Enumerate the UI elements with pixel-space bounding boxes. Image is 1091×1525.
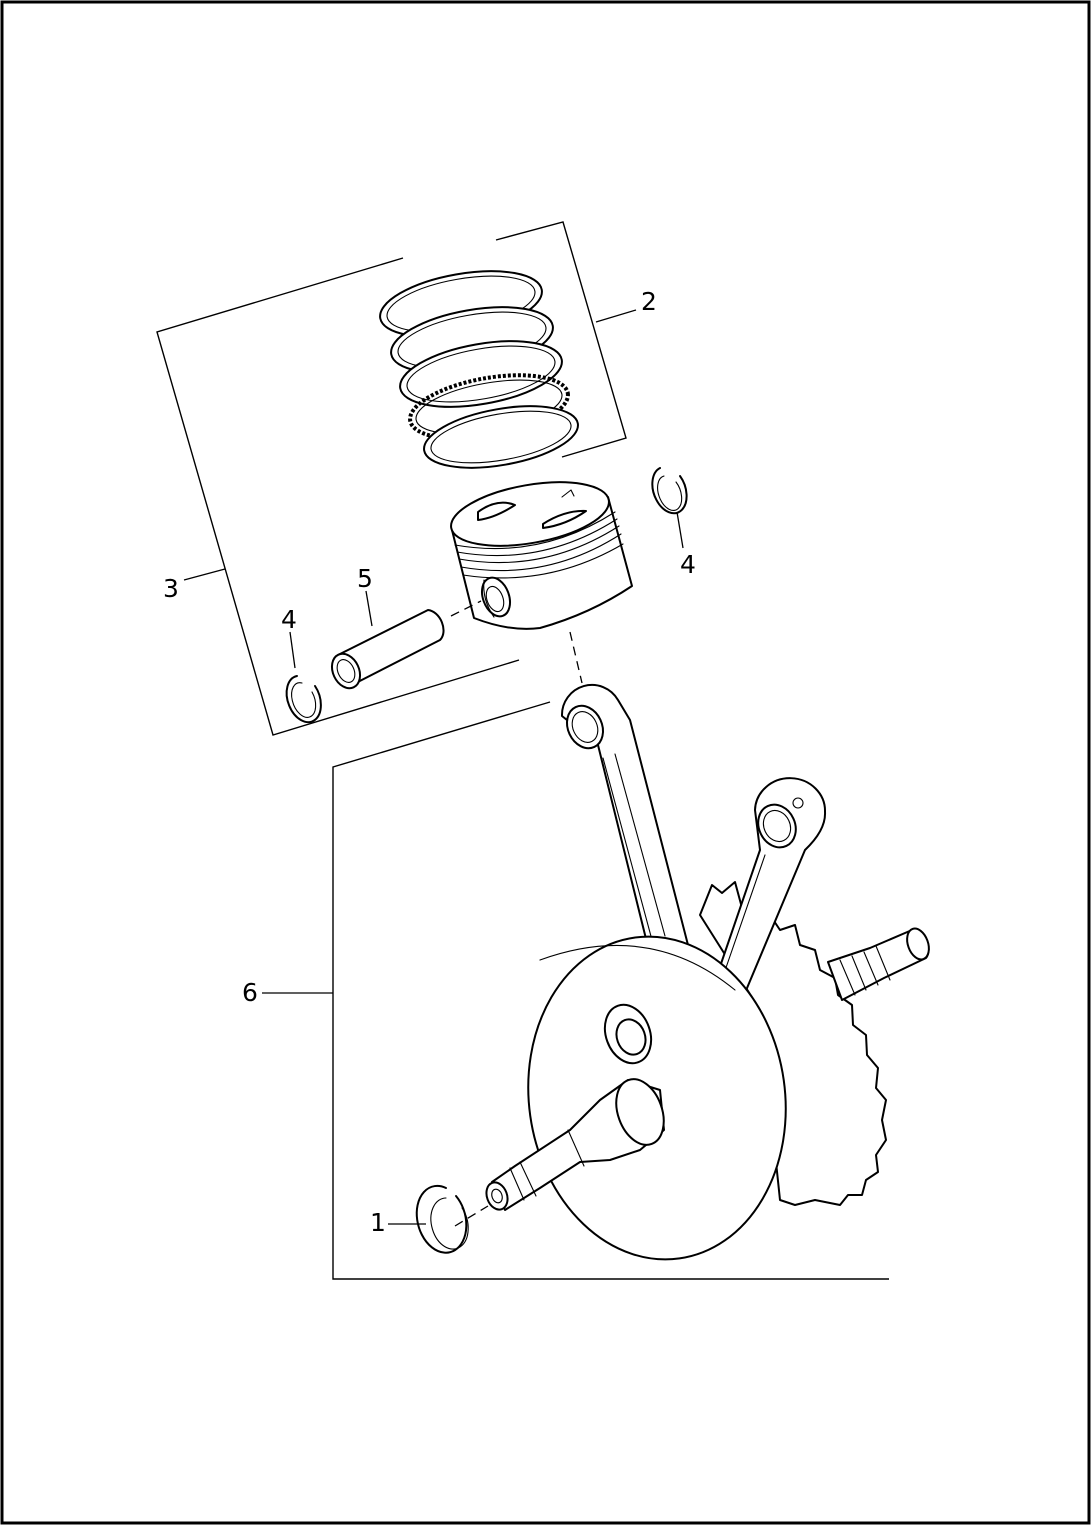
callout-4-left: 4 [281, 605, 297, 634]
retaining-ring-icon [415, 1184, 489, 1254]
flywheel-assembly-icon [485, 683, 930, 1261]
wrist-pin-icon [330, 609, 445, 690]
callout-2: 2 [641, 287, 657, 316]
leader-2 [595, 309, 637, 323]
callout-5: 5 [357, 564, 373, 593]
piston-ring-set-icon [379, 270, 579, 469]
leader-4-right [676, 511, 684, 549]
wrist-pin-clip-icon [285, 675, 322, 724]
alignment-line [569, 631, 583, 684]
callout-4-right: 4 [680, 550, 696, 579]
leader-4-left [289, 631, 296, 669]
leader-3 [183, 568, 226, 581]
callout-1: 1 [370, 1208, 386, 1237]
ring-set-bracket [495, 221, 627, 458]
piston-assembly-bracket [156, 257, 520, 736]
callout-6: 6 [242, 978, 258, 1007]
wrist-pin-clip-icon [651, 467, 688, 515]
callout-3: 3 [163, 574, 179, 603]
piston-assembly-icon [450, 481, 633, 630]
flywheel-assembly-bracket [332, 701, 889, 1280]
leader-5 [365, 590, 373, 627]
